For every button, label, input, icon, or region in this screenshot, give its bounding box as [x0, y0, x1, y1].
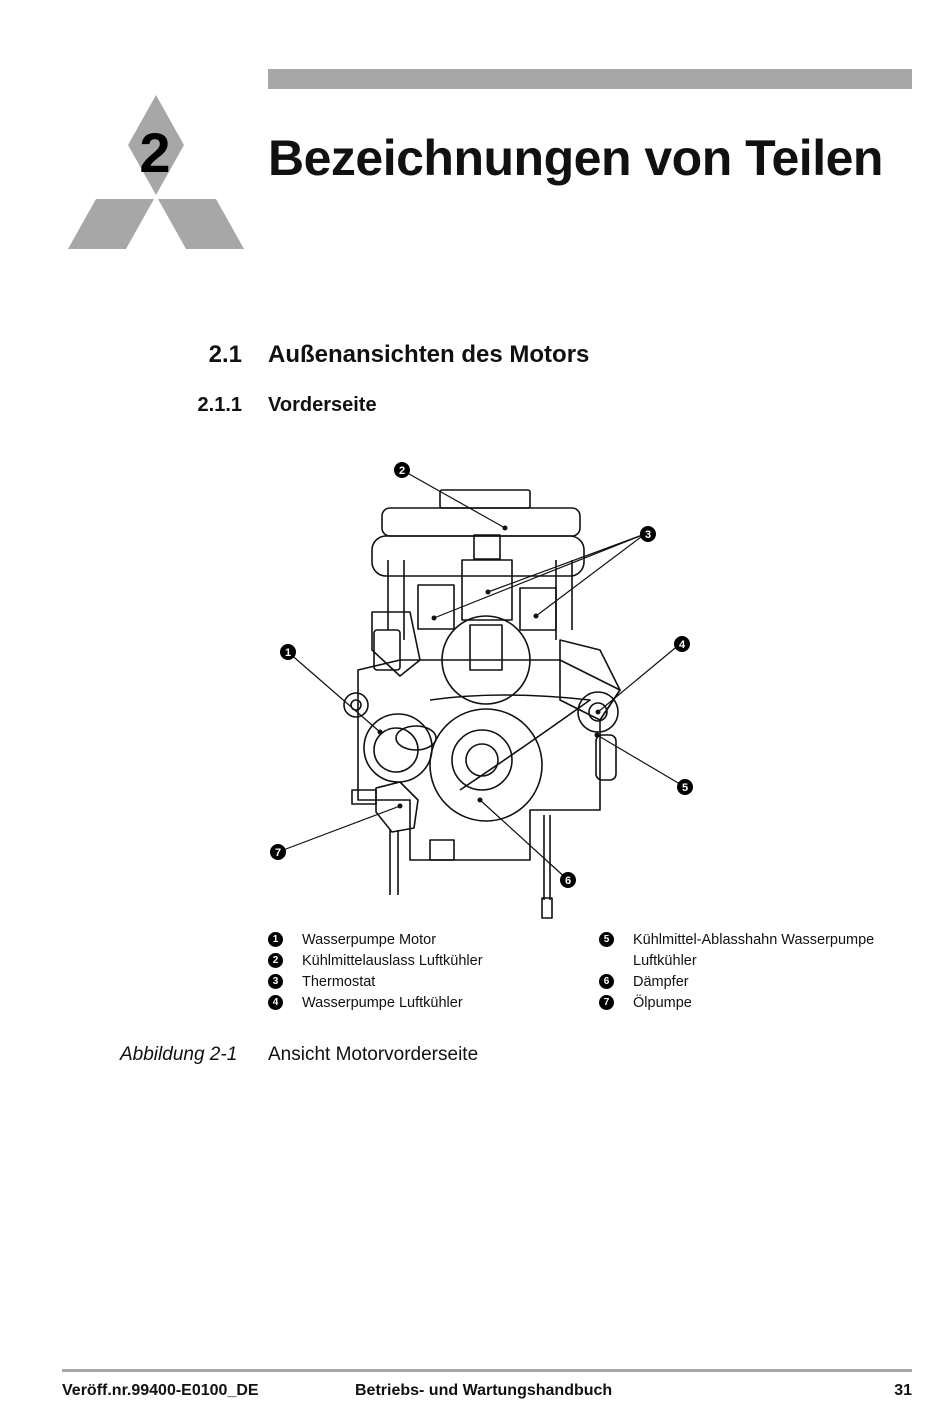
- section-number: 2.1: [208, 341, 242, 368]
- number-badge-icon: 5: [599, 932, 614, 947]
- legend-item: 3 Thermostat: [268, 972, 483, 993]
- subsection-title: Vorderseite: [268, 394, 377, 416]
- legend-item: 6 Dämpfer: [599, 972, 874, 993]
- legend-text: Dämpfer: [633, 974, 689, 990]
- callout-2-icon: [394, 462, 410, 478]
- callout-4-label: 4: [679, 639, 686, 651]
- legend-text: Ölpumpe: [633, 995, 692, 1011]
- legend-text: Wasserpumpe Luftkühler: [302, 995, 463, 1011]
- callout-5-label: 5: [682, 782, 688, 794]
- legend-item: 1 Wasserpumpe Motor: [268, 930, 483, 951]
- callout-1-icon: [280, 644, 296, 660]
- number-badge-icon: 7: [599, 995, 614, 1010]
- number-badge-icon: 4: [268, 995, 283, 1010]
- callout-6-label: 6: [565, 875, 571, 887]
- chapter-logo-icon: [68, 95, 244, 249]
- legend-item: 5 Kühlmittel-Ablasshahn Wasserpumpe Luft…: [599, 930, 874, 972]
- chapter-header-bar: [268, 69, 912, 89]
- callout-1-label: 1: [285, 647, 291, 659]
- legend-item: 4 Wasserpumpe Luftkühler: [268, 993, 483, 1014]
- figure-caption-text: Ansicht Motorvorderseite: [268, 1044, 479, 1065]
- callout-3-label: 3: [645, 529, 651, 541]
- legend-text: Kühlmittelauslass Luftkühler: [302, 953, 483, 969]
- legend-right: 5 Kühlmittel-Ablasshahn Wasserpumpe Luft…: [599, 930, 874, 1014]
- footer-page-number: 31: [894, 1382, 912, 1399]
- number-badge-icon: 3: [268, 974, 283, 989]
- callout-4-icon: [674, 636, 690, 652]
- figure-caption-label: Abbildung 2-1: [120, 1044, 238, 1065]
- section-title: Außenansichten des Motors: [268, 341, 590, 368]
- legend-item: 7 Ölpumpe: [599, 993, 874, 1014]
- footer-divider: [62, 1369, 912, 1372]
- callout-3-icon: [640, 526, 656, 542]
- callout-6-icon: [560, 872, 576, 888]
- legend-text: Kühlmittel-Ablasshahn Wasserpumpe: [633, 932, 875, 948]
- callout-7-label: 7: [275, 847, 281, 859]
- number-badge-icon: 1: [268, 932, 283, 947]
- chapter-title: Bezeichnungen von Teilen: [268, 130, 883, 186]
- engine-front-view-diagram: 1 2 3 4 5 6 7: [270, 462, 693, 919]
- subsection-number: 2.1.1: [197, 394, 242, 416]
- footer-publication-number: Veröff.nr.99400-E0100_DE: [62, 1382, 259, 1399]
- legend-left: 1 Wasserpumpe Motor 2 Kühlmittelauslass …: [268, 930, 483, 1014]
- legend-text-continued: Luftkühler: [633, 953, 697, 969]
- callout-2-label: 2: [399, 465, 405, 477]
- number-badge-icon: 6: [599, 974, 614, 989]
- legend-text: Thermostat: [302, 974, 376, 990]
- callout-7-icon: [270, 844, 286, 860]
- footer-manual-title: Betriebs- und Wartungshandbuch: [355, 1382, 613, 1399]
- number-badge-icon: 2: [268, 953, 283, 968]
- legend-text: Wasserpumpe Motor: [302, 932, 437, 948]
- chapter-number: 2: [139, 121, 171, 184]
- callout-5-icon: [677, 779, 693, 795]
- legend-item: 2 Kühlmittelauslass Luftkühler: [268, 951, 483, 972]
